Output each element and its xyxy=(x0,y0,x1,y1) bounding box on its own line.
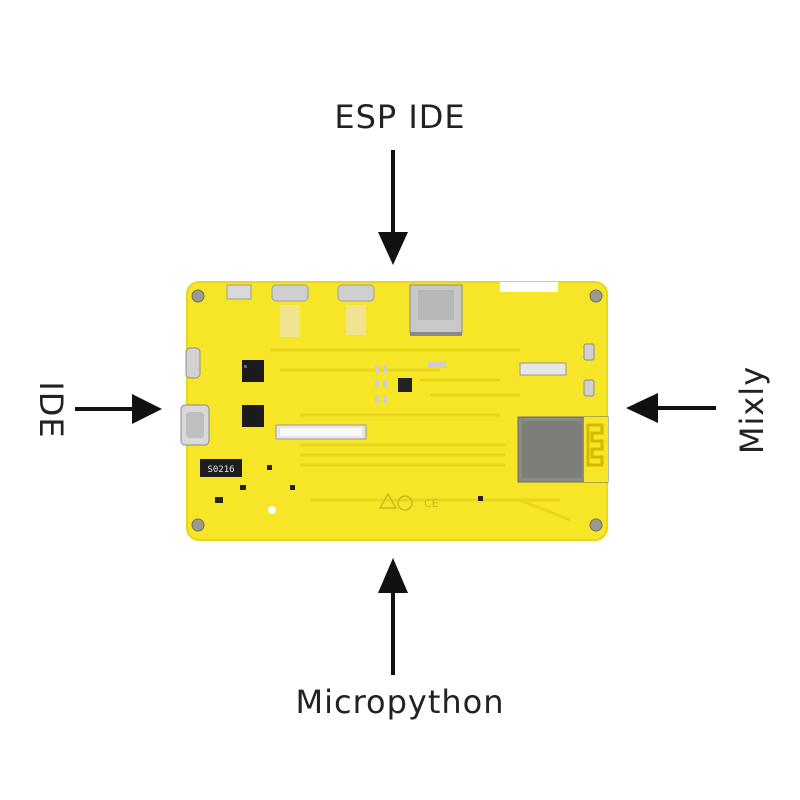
label-micropython: Micropython xyxy=(295,683,505,721)
left-button-connector xyxy=(185,347,201,379)
chip-s0216: S0216 xyxy=(200,459,242,477)
label-esp-ide: ESP IDE xyxy=(334,98,466,136)
ic-1 xyxy=(242,360,264,382)
chip-label: S0216 xyxy=(207,465,234,475)
sd-card-slot xyxy=(409,284,463,336)
wifi-module xyxy=(517,416,609,483)
resistor-array xyxy=(375,362,446,403)
pads xyxy=(268,506,276,514)
arrow-bottom xyxy=(378,558,408,675)
mounting-holes xyxy=(191,289,603,532)
usb-c-port xyxy=(180,404,210,446)
arrow-right xyxy=(626,393,716,423)
right-fpc-connector xyxy=(519,362,567,376)
certification-marks: CE xyxy=(378,492,439,511)
fpc-connector xyxy=(275,424,367,440)
edge-notch xyxy=(500,282,558,292)
top-connector-right xyxy=(337,284,375,335)
arrow-top xyxy=(378,150,408,265)
arrow-left xyxy=(75,394,162,424)
ic-2 xyxy=(242,405,264,427)
top-connector-left xyxy=(226,284,252,300)
top-connector-mid xyxy=(271,284,309,337)
right-buttons xyxy=(583,343,595,397)
ce-mark: CE xyxy=(424,497,439,510)
pcb-traces xyxy=(270,348,571,522)
ic-3 xyxy=(398,378,412,392)
small-components xyxy=(215,365,483,503)
